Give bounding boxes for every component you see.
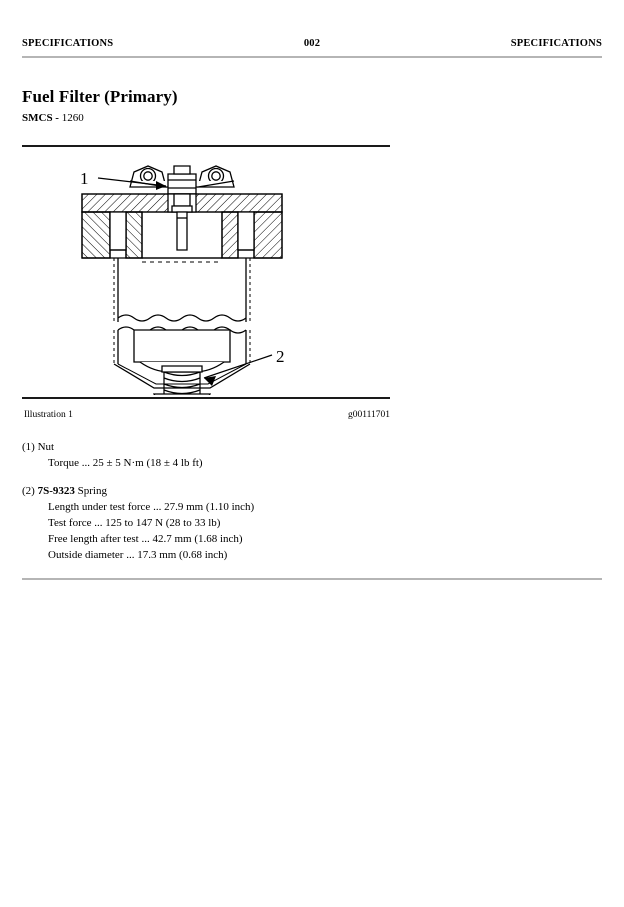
callout-label-2: 2 (276, 347, 285, 366)
spec-detail-line: Test force ... 125 to 147 N (28 to 33 lb… (48, 516, 221, 529)
illustration-caption: Illustration 1 g00111701 (24, 410, 390, 420)
smcs-line: SMCS - 1260 (22, 112, 84, 124)
spec-detail-line: Free length after test ... 42.7 mm (1.68… (48, 532, 243, 545)
spec-index: (2) (22, 484, 35, 497)
spec-detail-line: Torque ... 25 ± 5 N·m (18 ± 4 lb ft) (48, 456, 203, 469)
spec-detail-line: Outside diameter ... 17.3 mm (0.68 inch) (48, 548, 228, 561)
illustration-graphic-id: g00111701 (347, 410, 390, 420)
footer-divider (22, 578, 602, 580)
spec-part-number: 7S-9323 (37, 484, 75, 497)
spec-name: Spring (77, 484, 107, 497)
spec-name: Nut (37, 441, 55, 453)
spec-detail-line: Length under test force ... 27.9 mm (1.1… (48, 500, 255, 513)
specification-list: (1) Nut Torque ... 25 ± 5 N·m (18 ± 4 lb… (22, 440, 422, 576)
callout-label-1: 1 (80, 169, 89, 188)
illustration-figure: 1 2 (22, 150, 390, 395)
spec-index: (1) (22, 441, 35, 453)
illustration-caption-text: Illustration 1 (24, 410, 73, 420)
spec-heading: (2) 7S-9323 Spring (22, 484, 422, 500)
spec-item-nut: (1) Nut Torque ... 25 ± 5 N·m (18 ± 4 lb… (22, 440, 422, 472)
page-title: Fuel Filter (Primary) (22, 87, 178, 107)
spec-item-spring: (2) 7S-9323 Spring Length under test for… (22, 484, 422, 564)
page-header: SPECIFICATIONS 002 SPECIFICATIONS (22, 38, 602, 49)
fuel-filter-cross-section-drawing: 1 2 (80, 165, 285, 395)
header-page-number: 002 (303, 38, 321, 49)
smcs-label: SMCS - (22, 112, 59, 124)
illustration-bottom-divider (22, 397, 390, 399)
header-left-text: SPECIFICATIONS (22, 38, 114, 49)
smcs-code: 1260 (61, 112, 84, 124)
header-right-text: SPECIFICATIONS (510, 38, 602, 49)
illustration-top-divider (22, 145, 390, 147)
spec-heading: (1) Nut (22, 440, 422, 456)
header-divider (22, 56, 602, 58)
